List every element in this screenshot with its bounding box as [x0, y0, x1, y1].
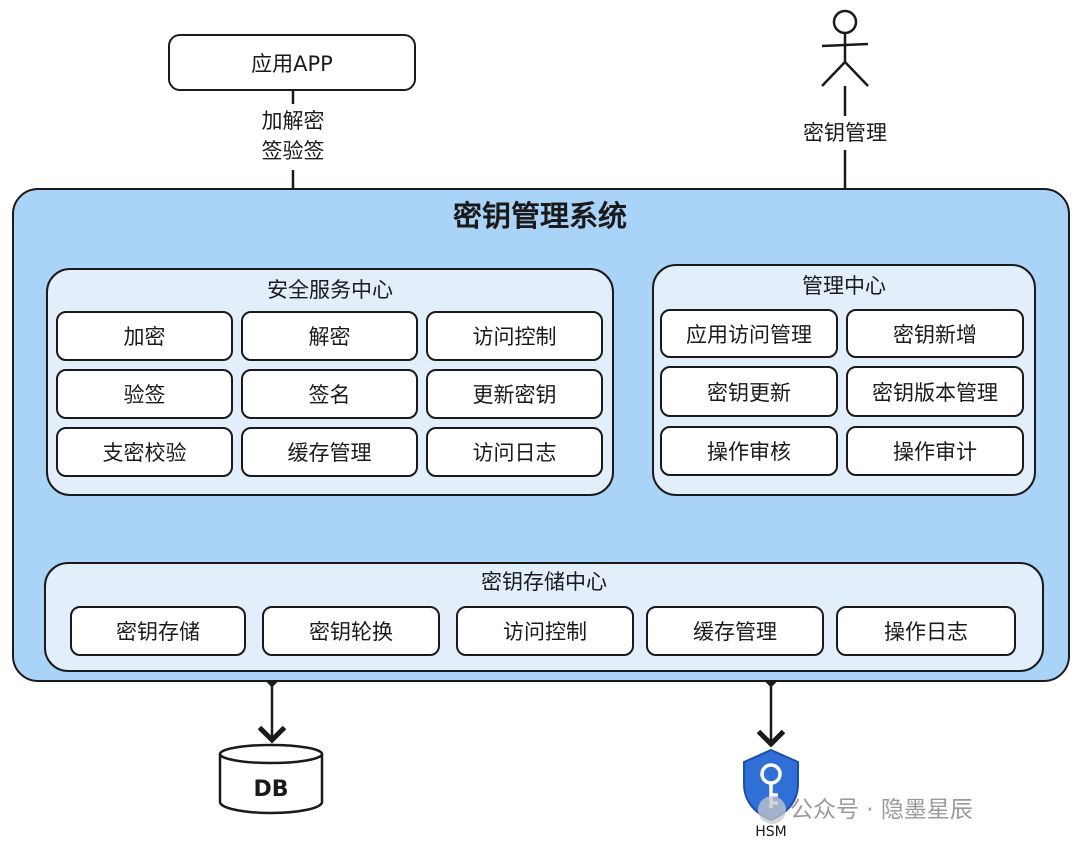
watermark-text: 公众号 · 隐墨星辰 [790, 797, 973, 823]
management-item-label: 操作审计 [893, 440, 977, 464]
app-link-label-line-2: 签验签 [261, 139, 325, 163]
security-item-verify: 验签 [56, 369, 233, 419]
management-item-add-key: 密钥新增 [846, 309, 1024, 358]
security-item-update-key: 更新密钥 [426, 369, 603, 419]
management-item-review: 操作审核 [660, 426, 838, 476]
management-item-label: 操作审核 [707, 440, 791, 464]
security-item-label: 解密 [308, 325, 351, 349]
security-item-label: 加密 [123, 325, 166, 349]
security-item-decrypt: 解密 [241, 311, 418, 361]
management-item-audit: 操作审计 [846, 426, 1024, 476]
wechat-logo-icon [758, 796, 786, 824]
security-item-label: 访问控制 [472, 325, 557, 349]
management-item-app-access: 应用访问管理 [660, 309, 838, 358]
db-label: DB [253, 777, 289, 802]
storage-item-cache: 缓存管理 [646, 606, 824, 656]
management-item-label: 密钥新增 [893, 322, 977, 347]
app-box: 应用APP [168, 34, 416, 91]
app-link-label: 加解密 签验签 [233, 106, 353, 166]
storage-item-rotate: 密钥轮换 [262, 606, 440, 656]
security-item-label: 验签 [123, 383, 166, 407]
security-item-access-control: 访问控制 [426, 311, 603, 361]
security-item-cache: 缓存管理 [241, 427, 418, 477]
storage-item-label: 访问控制 [503, 620, 587, 644]
security-item-sign: 签名 [241, 369, 418, 419]
management-center-title: 管理中心 [802, 274, 886, 298]
security-item-label: 访问日志 [472, 441, 557, 465]
storage-item-label: 密钥轮换 [309, 620, 393, 644]
system-title: 密钥管理系统 [452, 199, 627, 233]
storage-item-label: 操作日志 [884, 620, 968, 644]
management-item-label: 密钥更新 [707, 380, 791, 405]
storage-item-operation-log: 操作日志 [836, 606, 1016, 656]
security-item-encrypt: 加密 [56, 311, 233, 361]
security-item-check: 支密校验 [56, 427, 233, 477]
management-item-label: 应用访问管理 [686, 322, 812, 347]
security-item-label: 支密校验 [102, 441, 187, 465]
management-item-key-version: 密钥版本管理 [846, 366, 1024, 417]
security-item-label: 签名 [308, 383, 351, 407]
storage-item-store: 密钥存储 [70, 606, 246, 656]
management-item-label: 密钥版本管理 [872, 380, 998, 405]
management-item-update-key: 密钥更新 [660, 366, 838, 417]
admin-actor-icon [821, 9, 869, 87]
security-center-title: 安全服务中心 [267, 278, 393, 302]
database-cylinder-icon [218, 743, 324, 815]
storage-item-label: 密钥存储 [116, 620, 200, 644]
storage-center-title: 密钥存储中心 [481, 570, 607, 594]
hsm-label: HSM [755, 824, 787, 840]
security-item-access-log: 访问日志 [426, 427, 603, 477]
actor-label: 密钥管理 [803, 121, 887, 145]
storage-item-access-control: 访问控制 [456, 606, 634, 656]
security-item-label: 更新密钥 [472, 383, 557, 407]
app-box-label: 应用APP [251, 51, 333, 76]
storage-item-label: 缓存管理 [693, 620, 777, 644]
security-item-label: 缓存管理 [287, 441, 372, 465]
app-link-label-line-1: 加解密 [261, 109, 325, 133]
